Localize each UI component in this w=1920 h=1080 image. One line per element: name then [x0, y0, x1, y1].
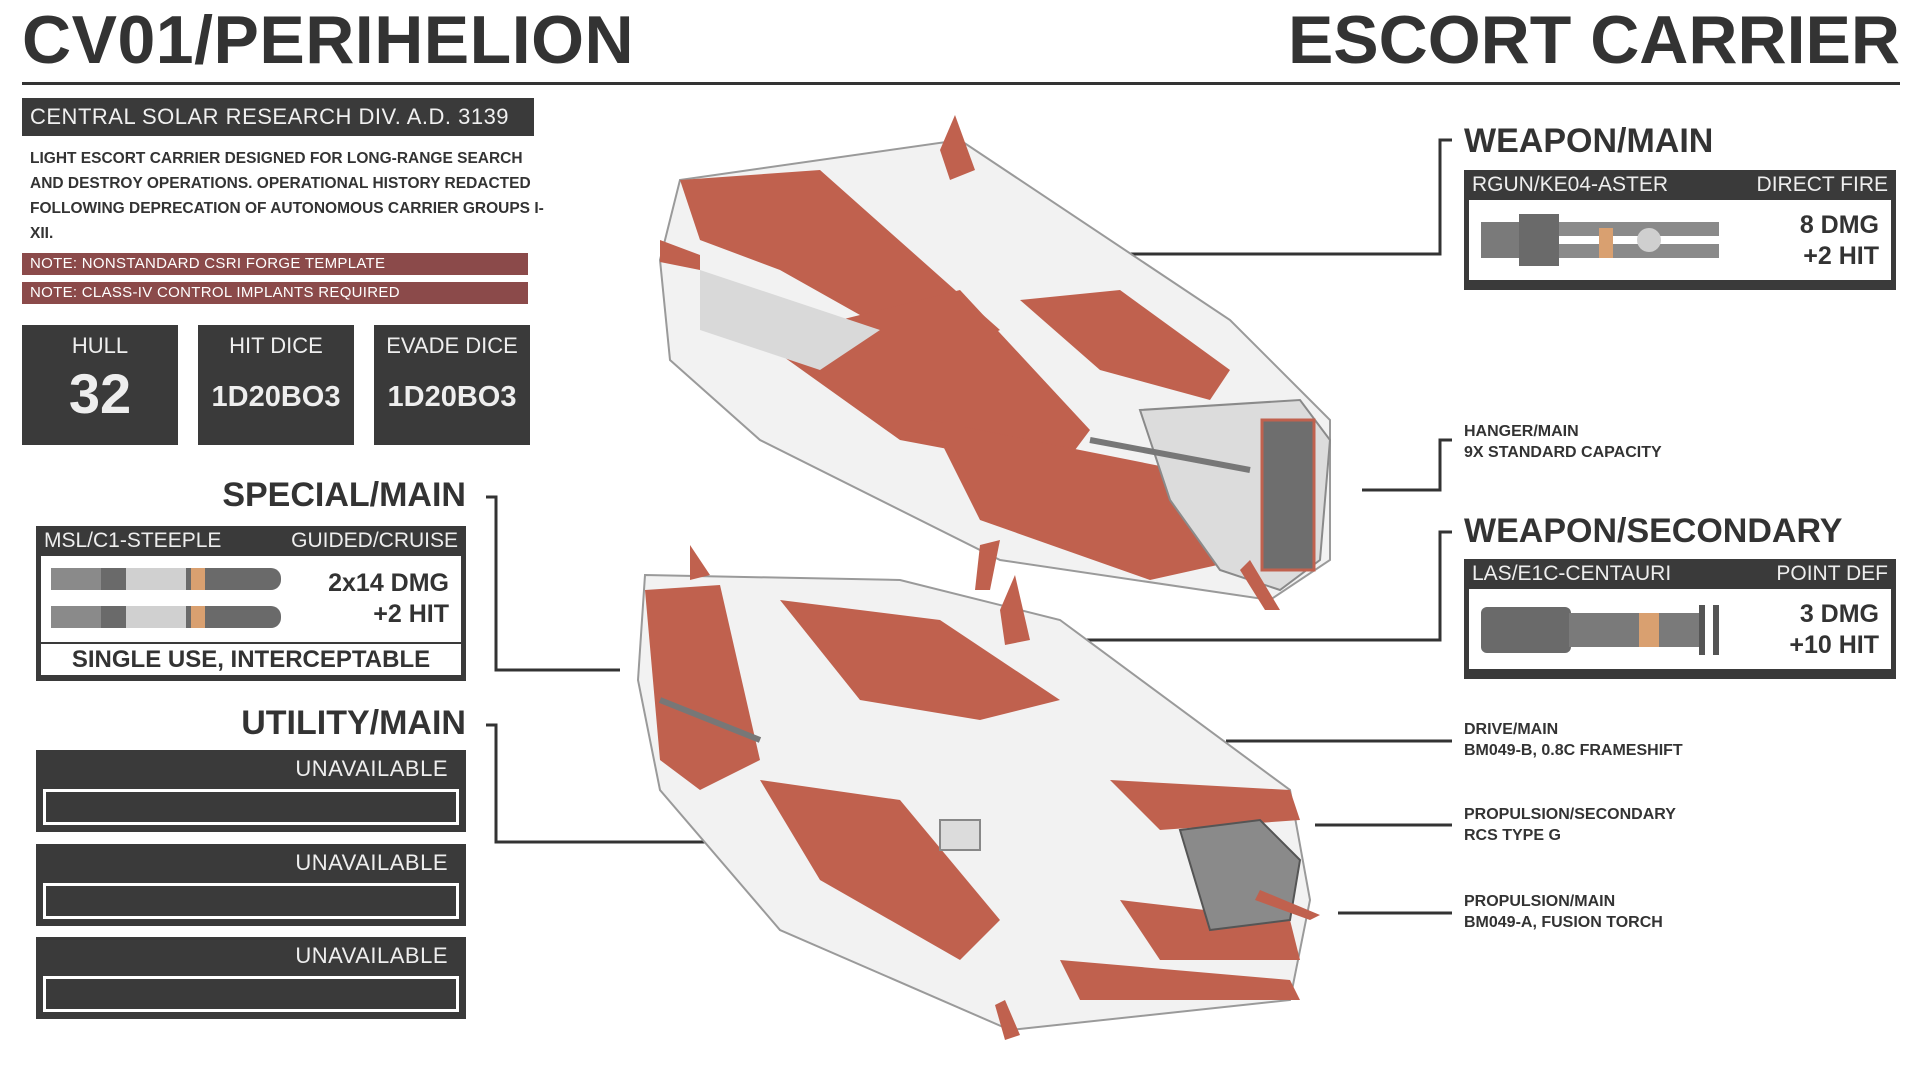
weapon-main-body: 8 DMG +2 HIT [1469, 200, 1891, 280]
weapon-main-card: RGUN/KE04-ASTER DIRECT FIRE 8 DMG +2 HIT [1464, 170, 1896, 290]
weapon-main-type: DIRECT FIRE [1756, 173, 1888, 196]
weapon-secondary-name: LAS/E1C-CENTAURI [1472, 562, 1672, 585]
leader-lines [486, 138, 1452, 915]
hanger-callout-name: HANGER/MAIN [1464, 423, 1579, 440]
division-banner: CENTRAL SOLAR RESEARCH DIV. A.D. 3139 [22, 98, 534, 136]
note-forge-template: NOTE: NONSTANDARD CSRI FORGE TEMPLATE [22, 253, 528, 275]
weapon-secondary-damage: 3 DMG [1799, 600, 1879, 628]
utility-slot-2: UNAVAILABLE [36, 844, 466, 926]
weapon-main-header: RGUN/KE04-ASTER DIRECT FIRE [1464, 170, 1896, 200]
evade-dice-label: EVADE DICE [386, 333, 518, 358]
hull-stat-box: HULL 32 [22, 325, 178, 445]
drive-callout-detail: BM049-B, 0.8C FRAMESHIFT [1464, 742, 1683, 759]
hanger-callout: HANGER/MAIN 9X STANDARD CAPACITY [1464, 421, 1662, 463]
missile-icon [51, 568, 281, 628]
utility-slot-empty [43, 976, 459, 1012]
laser-icon [1481, 605, 1719, 655]
weapon-secondary-title: WEAPON/SECONDARY [1464, 512, 1843, 550]
header-divider [22, 82, 1900, 85]
special-card-header: MSL/C1-STEEPLE GUIDED/CRUISE [36, 526, 466, 556]
drive-callout: DRIVE/MAIN BM049-B, 0.8C FRAMESHIFT [1464, 719, 1683, 761]
weapon-secondary-body: 3 DMG +10 HIT [1469, 589, 1891, 669]
special-card-body: 2x14 DMG +2 HIT [41, 556, 461, 642]
special-damage: 2x14 DMG [328, 569, 449, 597]
utility-slot-label: UNAVAILABLE [295, 756, 448, 781]
utility-main-title: UTILITY/MAIN [241, 704, 466, 742]
propulsion-main-callout: PROPULSION/MAIN BM049-A, FUSION TORCH [1464, 891, 1663, 933]
special-weapon-type: GUIDED/CRUISE [291, 529, 458, 552]
weapon-main-title: WEAPON/MAIN [1464, 122, 1714, 160]
evade-dice-stat-box: EVADE DICE 1D20BO3 [374, 325, 530, 445]
propulsion-secondary-name: PROPULSION/SECONDARY [1464, 806, 1676, 823]
ship-designation: CV01/PERIHELION [22, 2, 635, 78]
special-weapon-name: MSL/C1-STEEPLE [44, 529, 222, 552]
ship-bottom-view [636, 545, 1320, 1040]
utility-slot-label: UNAVAILABLE [295, 943, 448, 968]
drive-callout-name: DRIVE/MAIN [1464, 721, 1559, 738]
propulsion-main-name: PROPULSION/MAIN [1464, 893, 1616, 910]
hull-value: 32 [68, 362, 132, 425]
utility-slot-label: UNAVAILABLE [295, 850, 448, 875]
propulsion-secondary-callout: PROPULSION/SECONDARY RCS TYPE G [1464, 804, 1676, 846]
ship-class-title: ESCORT CARRIER [1287, 2, 1900, 78]
propulsion-main-detail: BM049-A, FUSION TORCH [1464, 914, 1663, 931]
utility-slot-empty [43, 789, 459, 825]
ship-description: LIGHT ESCORT CARRIER DESIGNED FOR LONG-R… [30, 150, 544, 242]
note-control-implants: NOTE: CLASS-IV CONTROL IMPLANTS REQUIRED [22, 282, 528, 304]
weapon-secondary-hit: +10 HIT [1789, 631, 1879, 659]
hit-dice-stat-box: HIT DICE 1D20BO3 [198, 325, 354, 445]
utility-slot-3: UNAVAILABLE [36, 937, 466, 1019]
utility-slot-empty [43, 883, 459, 919]
special-hit: +2 HIT [373, 600, 449, 628]
special-usage-note: SINGLE USE, INTERCEPTABLE [41, 644, 461, 675]
propulsion-secondary-detail: RCS TYPE G [1464, 827, 1561, 844]
weapon-main-damage-block: 8 DMG +2 HIT [1800, 210, 1879, 272]
ship-top-view [658, 115, 1332, 610]
hull-label: HULL [71, 333, 129, 358]
weapon-main-name: RGUN/KE04-ASTER [1472, 173, 1669, 196]
railgun-icon [1481, 214, 1719, 266]
utility-slot-1: UNAVAILABLE [36, 750, 466, 832]
hanger-callout-detail: 9X STANDARD CAPACITY [1464, 444, 1662, 461]
hit-dice-label: HIT DICE [229, 333, 323, 358]
weapon-main-hit: +2 HIT [1803, 242, 1879, 270]
hit-dice-value: 1D20BO3 [211, 381, 341, 413]
special-damage-block: 2x14 DMG +2 HIT [328, 568, 449, 630]
evade-dice-value: 1D20BO3 [387, 381, 517, 413]
weapon-secondary-card: LAS/E1C-CENTAURI POINT DEF 3 DMG +10 HIT [1464, 559, 1896, 679]
weapon-secondary-header: LAS/E1C-CENTAURI POINT DEF [1464, 559, 1896, 589]
weapon-secondary-damage-block: 3 DMG +10 HIT [1789, 599, 1879, 661]
weapon-secondary-type: POINT DEF [1776, 562, 1888, 585]
special-main-title: SPECIAL/MAIN [222, 476, 466, 514]
weapon-main-damage: 8 DMG [1799, 211, 1879, 239]
special-main-card: MSL/C1-STEEPLE GUIDED/CRUISE 2x14 DMG +2… [36, 526, 466, 681]
